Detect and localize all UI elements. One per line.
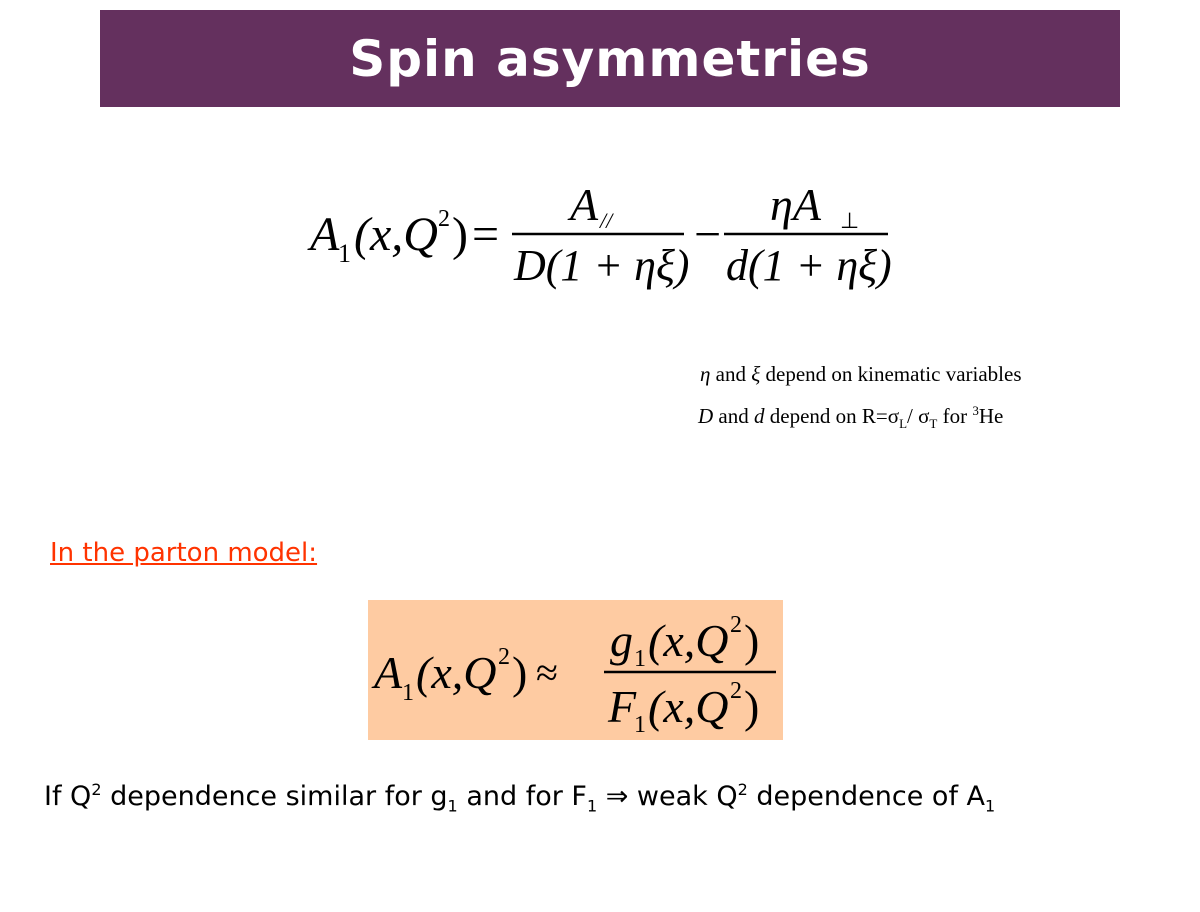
note-depend: depend on R=σ [764,404,900,428]
conc-s5: 1 [985,796,996,816]
eq1-frac1-den: D(1 + ηξ) [513,241,689,290]
implies-arrow: ⇒ [597,781,637,812]
eq2-num-close: ) [744,615,759,666]
eq2-args: (x,Q [416,647,496,698]
eq2-den-args: (x,Q [648,681,728,732]
eq1-args-close: ) [452,208,468,261]
eq2-num: g [610,615,633,666]
note-T: T [929,416,938,432]
eq1-equals: = [472,208,499,261]
note-slash: / σ [907,404,930,428]
eq2-den-close: ) [744,681,759,732]
eq1-minus: − [694,208,721,261]
note-He: He [978,404,1004,428]
eq2-args-close: ) [512,647,527,698]
eq1-frac2-den: d(1 + ηξ) [726,241,892,290]
conclusion-text: If Q2 dependence similar for g1 and for … [44,780,995,815]
equation-a1-parton: A 1 (x,Q 2 ) ≈ g 1 (x,Q 2 ) F 1 (x,Q 2 ) [371,612,776,738]
eq2-lhs: A [371,647,403,698]
eq1-args-sup: 2 [438,206,450,232]
note-3: 3 [972,403,979,418]
note-kinematic: η and ξ depend on kinematic variables [700,362,1022,387]
eq1-frac1-num-sub: // [598,208,614,233]
conc-p1: If Q [44,781,92,812]
note-d: d [754,404,765,428]
eq2-lhs-sub: 1 [402,680,414,706]
eq1-args: (x,Q [354,208,438,261]
note-and-2: and [713,404,754,428]
conc-p3: and for F [457,781,587,812]
parton-equation-box: A 1 (x,Q 2 ) ≈ g 1 (x,Q 2 ) F 1 (x,Q 2 ) [368,600,783,740]
eq2-num-args: (x,Q [648,615,728,666]
eq1-frac1-num: A [567,179,599,230]
eq1-lhs-sub: 1 [338,239,351,268]
note-D: D [698,404,714,428]
note-ratio: D and d depend on R=σL/ σT for 3He [698,403,1003,432]
eq2-den-sup: 2 [730,678,742,704]
eq1-frac2-num-sub: ⊥ [840,208,859,233]
note-xi: ξ [751,362,761,386]
eq2-num-sub: 1 [634,646,646,672]
conc-s2: 1 [447,796,458,816]
eq2-num-sup: 2 [730,612,742,638]
conc-s1: 2 [91,780,102,799]
note-rest-1: depend on kinematic variables [760,362,1022,386]
title-bar: Spin asymmetries [100,10,1120,107]
conc-s4: 2 [737,780,748,799]
eq2-den-sub: 1 [634,712,646,738]
slide-title: Spin asymmetries [349,29,871,88]
eq2-approx: ≈ [536,650,558,695]
eq2-den: F [607,681,637,732]
note-and-1: and [710,362,752,386]
note-for: for [937,404,973,428]
conc-p4: weak Q [636,781,738,812]
note-L: L [899,416,908,432]
conc-p5: dependence of A [747,781,986,812]
conc-s3: 1 [586,796,598,816]
conc-p2: dependence similar for g [101,781,448,812]
equation-a1-definition: A 1 (x,Q 2 ) = A // D(1 + ηξ) − ηA ⊥ d(1… [307,179,892,290]
parton-model-heading: In the parton model: [50,538,318,568]
note-eta: η [700,362,711,386]
eq1-lhs: A [307,208,340,261]
eq2-args-sup: 2 [498,644,510,670]
eq1-frac2-num: ηA [770,179,822,230]
